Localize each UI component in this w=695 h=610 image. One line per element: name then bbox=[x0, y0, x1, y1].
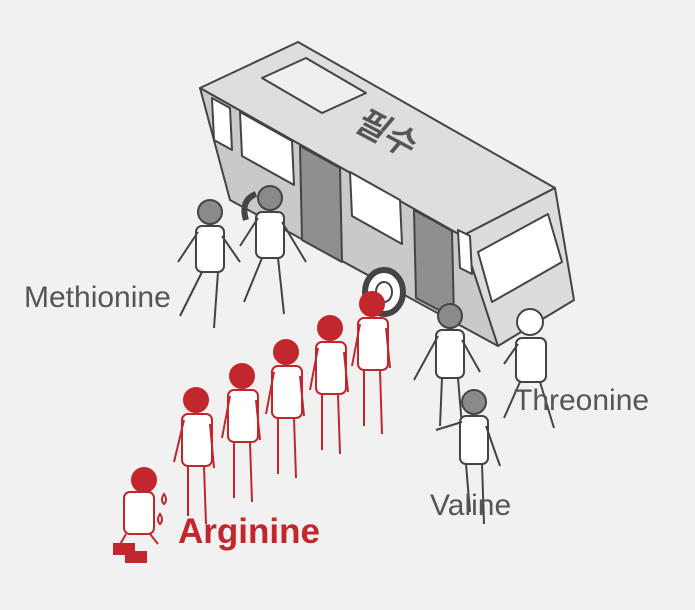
label-methionine: Methionine bbox=[24, 281, 171, 314]
bus-wheel bbox=[241, 191, 258, 221]
bus bbox=[199, 41, 575, 347]
figure-threonine bbox=[503, 308, 555, 429]
bus-roof-hatch bbox=[261, 57, 367, 114]
figure-valine-1 bbox=[413, 303, 481, 427]
label-valine: Valine bbox=[430, 489, 512, 522]
figure-arginine-1 bbox=[351, 291, 391, 435]
arginine-queue bbox=[113, 291, 391, 563]
bus-door bbox=[299, 145, 343, 263]
figure-arginine-4 bbox=[221, 363, 261, 503]
bus-window bbox=[239, 111, 295, 186]
figure-arginine-2 bbox=[309, 315, 349, 455]
figure-methionine-2 bbox=[239, 185, 307, 315]
bus-windshield bbox=[477, 213, 563, 303]
label-threonine: Threonine bbox=[514, 384, 650, 417]
figure-arginine-sitting bbox=[113, 467, 167, 563]
figure-valine-2 bbox=[435, 389, 501, 525]
figure-arginine-5 bbox=[173, 387, 215, 525]
bus-window bbox=[457, 229, 473, 275]
bus-window bbox=[349, 171, 403, 245]
figure-arginine-3 bbox=[265, 339, 305, 479]
bus-window bbox=[211, 97, 233, 151]
figure-methionine-1 bbox=[177, 199, 241, 329]
label-arginine: Arginine bbox=[178, 512, 320, 551]
